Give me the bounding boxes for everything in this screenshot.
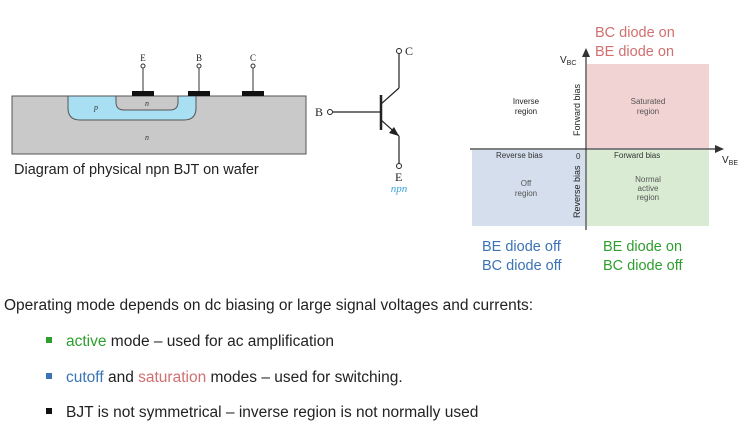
bc-diode-off-text-bottom: BC diode off: [603, 258, 683, 274]
saturated-region-fill: [587, 64, 709, 148]
p-region-label: p: [93, 103, 98, 112]
saturation-highlight: saturation: [138, 369, 207, 386]
top-right-caption: BC diode on BE diode on: [595, 24, 675, 62]
bc-diode-off-text: BC diode off: [482, 258, 562, 274]
wafer-emitter-label: E: [140, 53, 146, 63]
emitter-contact: [132, 91, 154, 96]
bottom-left-caption: BE diode off BC diode off: [482, 238, 562, 276]
normal-active-region-fill: [587, 150, 709, 226]
inverse-region-label-line1: Inverse: [513, 97, 540, 106]
be-diode-off-text: BE diode off: [482, 239, 561, 255]
bottom-right-caption: BE diode on BC diode off: [603, 238, 683, 276]
saturated-region-label-line1: Saturated: [631, 97, 666, 106]
be-diode-on-text: BE diode on: [595, 44, 675, 60]
symbol-emitter-label: E: [395, 170, 402, 184]
symbol-base-label: B: [315, 105, 323, 119]
n-emitter-label: n: [145, 99, 149, 108]
reverse-bias-vertical-label: Reverse bias: [572, 165, 582, 218]
normal-active-label-line1: Normal: [635, 175, 661, 184]
wafer-diagram: E B C p n n: [11, 53, 307, 155]
saturated-region-label-line2: region: [637, 107, 659, 116]
off-region-label-line2: region: [515, 189, 537, 198]
reverse-bias-horizontal-label: Reverse bias: [496, 151, 543, 160]
off-region-label-line1: Off: [521, 179, 532, 188]
base-contact: [188, 91, 210, 96]
cutoff-rest: modes – used for switching.: [206, 369, 403, 386]
forward-bias-horizontal-label: Forward bias: [614, 151, 660, 160]
x-axis-label: VBE: [722, 155, 738, 167]
wafer-base-label: B: [196, 53, 202, 63]
y-axis-arrow-icon: [582, 48, 590, 57]
npn-symbol: C B E npn: [315, 44, 413, 195]
operating-mode-quadrant: VBC VBE Forward bias Reverse bias Revers…: [470, 48, 738, 230]
active-rest: mode – used for ac amplification: [106, 333, 334, 350]
symbol-type-label: npn: [391, 183, 408, 195]
bullet-square-icon: [46, 336, 52, 343]
bullet-active: active mode – used for ac amplification: [46, 333, 334, 351]
active-highlight: active: [66, 333, 107, 350]
operating-mode-intro: Operating mode depends on dc biasing or …: [4, 297, 534, 314]
be-diode-on-text-bottom: BE diode on: [603, 239, 683, 255]
forward-bias-vertical-label: Forward bias: [572, 83, 582, 136]
emitter-arrow-icon: [389, 127, 399, 136]
normal-active-label-line2: active: [638, 184, 659, 193]
cutoff-and: and: [103, 369, 139, 386]
wafer-collector-label: C: [250, 53, 256, 63]
inverse-region-label-line2: region: [515, 107, 537, 116]
origin-label: 0: [576, 152, 581, 161]
wafer-caption: Diagram of physical npn BJT on wafer: [14, 162, 259, 178]
n-substrate-label: n: [145, 133, 149, 142]
cutoff-highlight: cutoff: [66, 369, 104, 386]
x-axis-arrow-icon: [715, 145, 724, 153]
bullet-square-icon: [46, 407, 52, 414]
not-symmetrical-text: BJT is not symmetrical – inverse region …: [66, 404, 479, 421]
y-axis-label: VBC: [560, 55, 576, 67]
bullet-not-symmetrical: BJT is not symmetrical – inverse region …: [46, 404, 478, 422]
off-region-fill: [472, 150, 585, 226]
n-emitter-region: [115, 95, 179, 111]
symbol-collector-label: C: [405, 44, 413, 58]
bullet-cutoff-saturation: cutoff and saturation modes – used for s…: [46, 369, 403, 387]
bullet-square-icon: [46, 372, 52, 379]
collector-contact: [242, 91, 264, 96]
bc-diode-on-text: BC diode on: [595, 25, 675, 41]
normal-active-label-line3: region: [637, 193, 659, 202]
